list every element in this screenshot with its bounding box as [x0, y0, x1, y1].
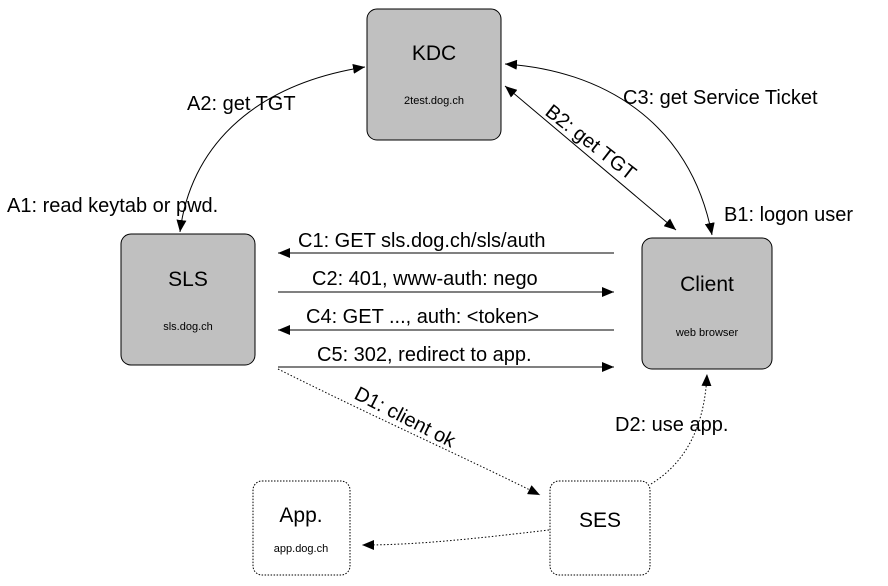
- label-a2: A2: get TGT: [187, 93, 296, 115]
- kdc-title: KDC: [412, 42, 456, 65]
- app-subtitle: app.dog.ch: [274, 543, 328, 555]
- app-node: App. app.dog.ch: [252, 480, 351, 576]
- label-a1: A1: read keytab or pwd.: [7, 195, 218, 217]
- ses-node: SES: [549, 480, 651, 576]
- client-node: Client web browser: [641, 237, 773, 370]
- label-c4: C4: GET ..., auth: <token>: [306, 306, 539, 328]
- label-c1: C1: GET sls.dog.ch/sls/auth: [298, 230, 546, 252]
- client-title: Client: [680, 273, 734, 296]
- label-d2: D2: use app.: [615, 414, 728, 436]
- label-b1: B1: logon user: [724, 204, 853, 226]
- label-c3: C3: get Service Ticket: [623, 87, 818, 109]
- label-c2: C2: 401, www-auth: nego: [312, 268, 538, 290]
- app-arrow: [361, 529, 550, 550]
- client-subtitle: web browser: [675, 327, 739, 339]
- sls-node: SLS sls.dog.ch: [120, 233, 256, 366]
- ses-title: SES: [579, 509, 621, 532]
- kdc-node: KDC 2test.dog.ch: [366, 8, 502, 141]
- label-b2: B2: get TGT: [541, 101, 640, 185]
- kdc-subtitle: 2test.dog.ch: [404, 95, 464, 107]
- app-title: App.: [279, 504, 322, 527]
- d1-arrow: [277, 368, 541, 496]
- d2-arrow: [650, 373, 712, 485]
- sls-title: SLS: [168, 268, 208, 291]
- label-d1: D1: client ok: [351, 383, 460, 453]
- a2-arrow: [176, 63, 366, 233]
- sls-subtitle: sls.dog.ch: [163, 321, 213, 333]
- b2-arrow: [504, 85, 677, 231]
- label-c5: C5: 302, redirect to app.: [317, 344, 532, 366]
